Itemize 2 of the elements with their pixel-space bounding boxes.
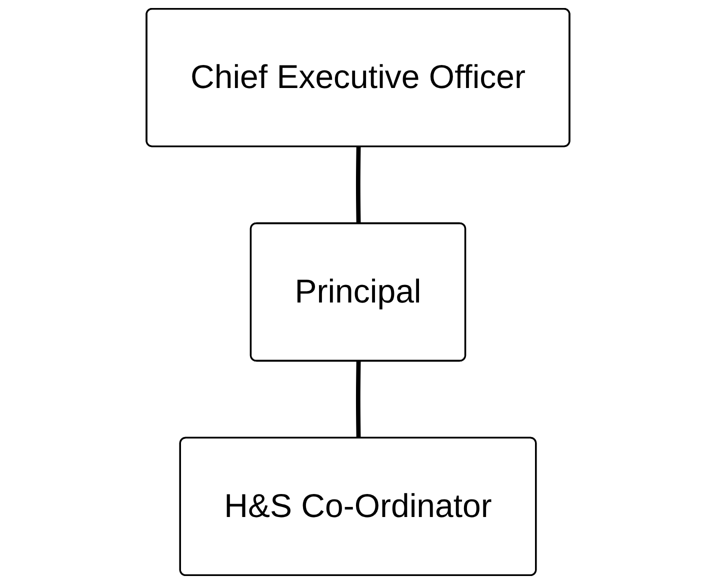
connector — [356, 146, 361, 224]
connector — [356, 361, 361, 438]
